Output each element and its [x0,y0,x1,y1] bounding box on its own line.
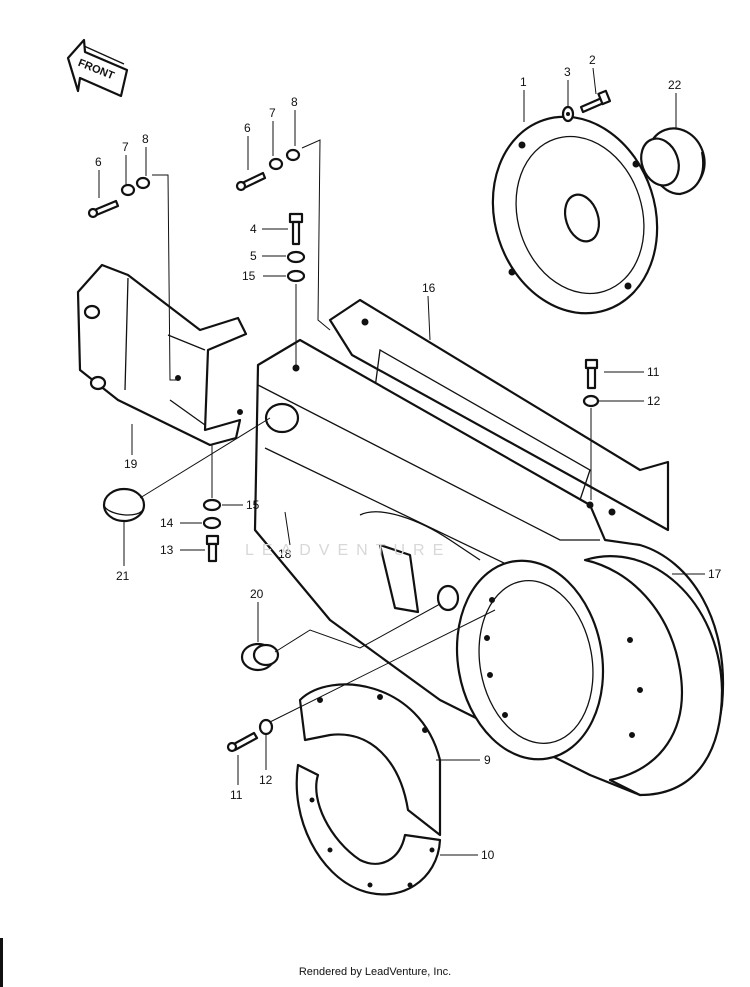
part-22-seal[interactable] [635,120,713,199]
callout-12-lower: 12 [259,773,273,787]
part-15-washer-bottom[interactable] [202,498,222,512]
callout-12-right: 12 [647,394,661,408]
part-3-washer[interactable] [561,105,575,123]
part-15-washer-top[interactable] [286,269,306,283]
part-4-bolt[interactable] [288,212,304,246]
callout-2: 2 [589,53,596,67]
callout-19: 19 [124,457,138,471]
callout-13: 13 [160,543,174,557]
callout-20: 20 [250,587,264,601]
part-7-washer-center[interactable] [268,157,284,171]
part-18-chain-case[interactable] [253,338,725,797]
part-2-bolt[interactable] [579,89,612,114]
part-6-bolt-left[interactable] [87,199,120,219]
watermark: LEADVENTURE [245,542,451,559]
part-11-bolt-lower[interactable] [226,731,259,753]
part-8-washer-left[interactable] [135,176,151,190]
part-7-washer-left[interactable] [120,183,136,197]
callout-11-lower: 11 [230,788,243,802]
credit-line: Rendered by LeadVenture, Inc. [298,966,452,978]
part-20-grommet[interactable] [240,642,280,672]
callout-16: 16 [422,281,436,295]
callout-8-left: 8 [142,132,149,146]
front-arrow-icon: FRONT [66,38,129,98]
part-11-bolt-right[interactable] [584,358,599,390]
callout-7-left: 7 [122,140,129,154]
callout-1: 1 [520,75,527,89]
callout-9: 9 [484,753,491,767]
part-21-plug[interactable] [102,487,146,523]
callout-17: 17 [708,567,722,581]
callout-15-bottom: 15 [246,498,260,512]
part-10-gasket-ring[interactable] [295,763,442,896]
part-13-bolt[interactable] [205,534,220,563]
callout-10: 10 [481,848,495,862]
part-12-washer-lower[interactable] [258,718,274,736]
callout-11-right: 11 [647,365,660,379]
callout-6-left: 6 [95,155,102,169]
part-8-washer-center[interactable] [285,148,301,162]
part-5-washer[interactable] [286,250,306,264]
callout-3: 3 [564,65,571,79]
part-9-plate[interactable] [298,683,442,837]
callout-8-center: 8 [291,95,298,109]
part-14-washer[interactable] [202,516,222,530]
part-12-washer-right[interactable] [582,394,600,408]
part-1-cover-plate[interactable] [468,95,682,335]
callout-4: 4 [250,222,257,236]
callout-14: 14 [160,516,174,530]
callout-6-center: 6 [244,121,251,135]
callout-21: 21 [116,569,130,583]
part-6-bolt-center[interactable] [235,171,267,192]
leader-lines [98,67,705,856]
callout-18: 18 [278,547,292,561]
part-19-bracket[interactable] [76,263,248,447]
callout-15-top: 15 [242,269,256,283]
callouts: 1 3 2 22 6 7 8 6 7 8 4 5 15 16 11 12 19 … [95,53,722,862]
callout-7-center: 7 [269,106,276,120]
callout-22: 22 [668,78,682,92]
callout-5: 5 [250,249,257,263]
edge-mark [0,938,3,987]
